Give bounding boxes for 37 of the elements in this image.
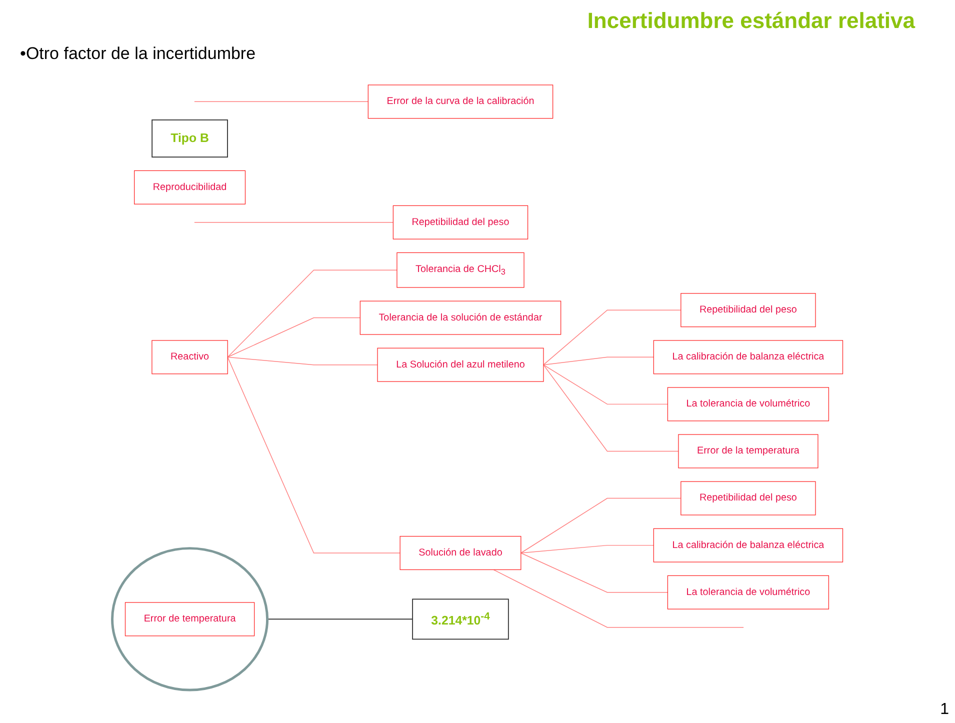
connector [194,222,394,223]
connector [266,618,413,620]
connector [543,310,682,366]
node-box: Tolerancia de CHCl$_{3}$ [396,252,524,288]
node-box: Tolerancia de la solución de estándar [360,300,562,335]
node-box: Repetibilidad del peso [680,293,816,328]
connector [194,101,369,102]
node-box: Error de la temperatura [678,434,818,468]
node-box: Error de temperatura [124,602,255,636]
node-box: Error de la curva de la calibración [368,84,554,119]
connector [227,317,361,358]
node-box: Reactivo [152,340,228,374]
node-box: La calibración de balanza eléctrica [653,528,844,562]
node-box: 3.214*10$^{-4}$ [412,598,509,640]
connector [520,498,682,554]
node-box: La Solución del azul metileno [377,348,544,382]
connector [543,364,668,405]
slide-title: Incertidumbre estándar relativa [587,8,915,34]
cluster [111,547,269,692]
node-box: La calibración de balanza eléctrica [653,340,844,374]
node-box: Reproducibilidad [134,170,246,204]
bullet-text: •Otro factor de la incertidumbre [20,44,256,64]
connector [520,544,654,554]
connector [493,569,744,628]
connector [520,552,668,593]
node-box: La tolerancia de volumétrico [667,575,829,610]
node-box: Tipo B [152,119,228,158]
node-box: Solución de lavado [400,536,522,570]
node-box: Repetibilidad del peso [392,205,528,240]
node-box: Repetibilidad del peso [680,481,816,516]
page-number: 1 [940,701,949,719]
connector [227,356,400,554]
connector [543,364,679,452]
connector [227,356,378,366]
connector [227,270,398,358]
node-box: La tolerancia de volumétrico [667,387,829,422]
connector [543,356,654,366]
